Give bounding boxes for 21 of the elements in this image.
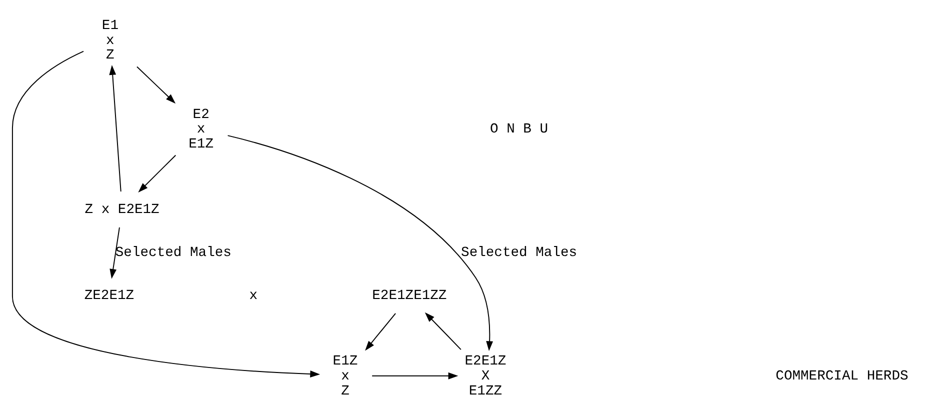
node-text: E2E1ZE1ZZ [372,288,447,304]
label: x [249,288,258,304]
arrow [372,372,458,380]
node-text: E1Z x Z [332,354,358,400]
arrow [12,50,320,378]
arrow [365,312,396,351]
arrow [138,154,176,192]
arrow [136,66,176,104]
arrow [424,312,462,350]
edge-label: Selected Males [115,245,232,262]
node-text: Z x E2E1Z [84,202,160,218]
label: O N B U [490,122,548,138]
arrow [110,226,120,279]
node-text: E2E1Z X E1ZZ [464,354,506,400]
arrow [227,135,494,352]
arrow [109,65,122,192]
label: COMMERCIAL HERDS [776,368,908,385]
node-text: E2 x E1Z [188,106,214,152]
node-text: E1 x Z [102,18,119,64]
node-text: ZE2E1Z [84,288,134,304]
edge-label: Selected Males [461,245,578,262]
